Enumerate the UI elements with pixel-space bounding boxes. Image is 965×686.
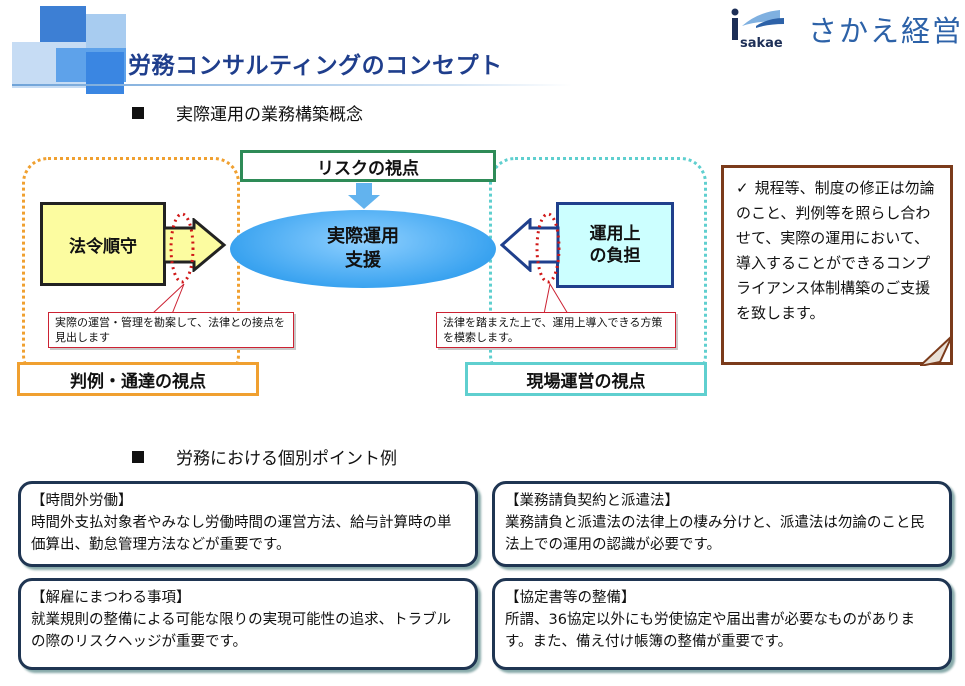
square-bullet-icon [132,451,144,463]
callout-pointer-icon [543,282,569,315]
law-compliance-text: 法令順守 [69,236,137,257]
section-heading-text: 実際運用の業務構築概念 [176,105,363,125]
sakae-logo-icon [731,8,784,40]
point-box: 【業務請負契約と派遣法】 業務請負と派遣法の法律上の棲み分けと、派遣法は勿論のこ… [492,481,952,567]
point-body: 就業規則の整備による可能な限りの実現可能性の追求、トラブルの際のリスクヘッジが重… [31,612,452,650]
page-curl-icon [920,336,953,366]
point-title: 【業務請負契約と派遣法】 [505,493,679,509]
precedent-label: 判例・通達の視点 [17,362,259,396]
decor-square [86,52,124,94]
logo: sakae [728,4,788,54]
point-body: 所謂、36協定以外にも労使協定や届出書が必要なものがあります。また、備え付け帳簿… [505,612,915,650]
title-underline [12,84,572,86]
decor-square [86,14,126,50]
section-heading: 実際運用の業務構築概念 [132,100,363,125]
point-box: 【協定書等の整備】 所謂、36協定以外にも労使協定や届出書が必要なものがあります… [492,578,952,670]
operational-burden-box: 運用上 の負担 [556,202,674,288]
down-arrow-icon [348,183,380,209]
logo-text: さかえ経営 [808,14,964,48]
left-callout-note: 実際の運営・管理を勘案して、法律との接点を見出します [48,312,294,348]
point-title: 【協定書等の整備】 [505,590,636,606]
left-arrow-icon [500,218,560,272]
check-icon: ✓ [736,179,749,197]
red-dotted-ellipse-icon [169,212,195,284]
operational-burden-text: 運用上 の負担 [589,224,641,266]
center-text: 実際運用 支援 [327,226,399,271]
section-heading: 労務における個別ポイント例 [132,444,397,469]
section-heading-text: 労務における個別ポイント例 [176,449,397,469]
risk-label: リスクの視点 [240,150,496,182]
point-title: 【解雇にまつわる事項】 [31,590,191,606]
right-callout-note: 法律を踏まえた上で、運用上導入できる方策を模索します。 [436,312,676,348]
red-dotted-ellipse-icon [535,212,561,284]
callout-pointer-icon [150,283,185,315]
law-compliance-box: 法令順守 [40,202,166,286]
square-bullet-icon [132,107,144,119]
point-body: 時間外支払対象者やみなし労働時間の運営方法、給与計算時の単価算出、勤怠管理方法な… [31,515,452,553]
point-title: 【時間外労働】 [31,493,133,509]
point-box: 【時間外労働】 時間外支払対象者やみなし労働時間の運営方法、給与計算時の単価算出… [18,481,478,567]
right-arrow-icon [164,218,227,272]
side-note-text: 規程等、制度の修正は勿論のこと、判例等を照らし合わせて、実際の運用において、導入… [736,179,935,322]
page-title: 労務コンサルティングのコンセプト [128,53,503,79]
point-box: 【解雇にまつわる事項】 就業規則の整備による可能な限りの実現可能性の追求、トラブ… [18,578,478,670]
field-operation-label: 現場運営の視点 [465,362,707,396]
logo-brand: sakae [740,36,783,51]
point-body: 業務請負と派遣法の法律上の棲み分けと、派遣法は勿論のこと民法上での運用の認識が必… [505,515,925,553]
center-ellipse: 実際運用 支援 [230,210,496,288]
side-note-box: ✓規程等、制度の修正は勿論のこと、判例等を照らし合わせて、実際の運用において、導… [721,165,953,365]
